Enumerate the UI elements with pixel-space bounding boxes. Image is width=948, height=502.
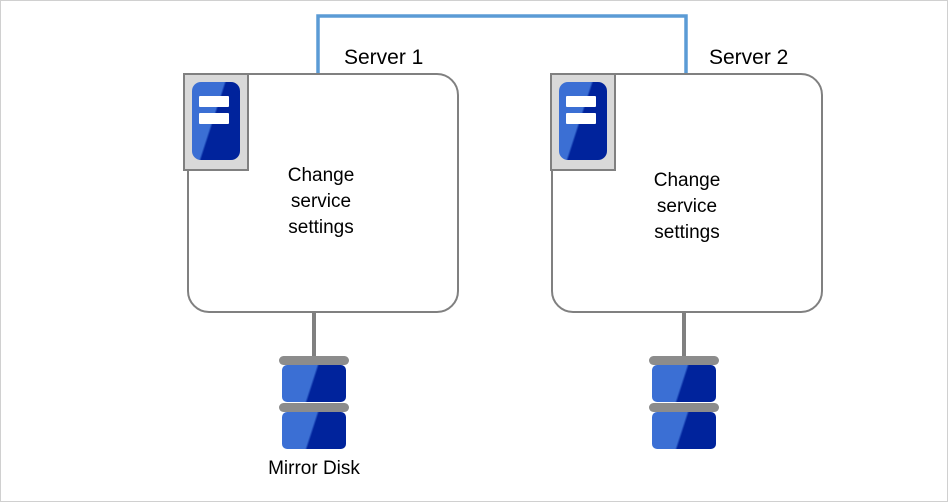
body-line: service [290,191,352,212]
disk-platter [282,365,346,402]
body-line: Change [653,170,721,191]
disk-platter [282,412,346,449]
body-line: settings [288,217,354,238]
server-icon [550,73,616,171]
body-line: Change [287,165,355,186]
disk-bar [279,403,349,412]
server-1-disk-connector [312,313,316,359]
mirror-disk-1[interactable] [279,356,349,454]
server-icon-bar [198,96,229,107]
server-icon [183,73,249,171]
server-icon-bar [565,96,596,107]
server-icon-badge [192,82,240,160]
disk-bar [279,356,349,365]
server-1-body-text: Change service settings [259,163,383,241]
body-line: settings [654,222,720,243]
server-2-label: Server 2 [709,46,789,69]
server-2-disk-connector [682,313,686,359]
body-line: service [656,196,718,217]
server-icon-bar [565,113,596,125]
server-2-body-text: Change service settings [625,168,749,246]
mirror-disk-1-label: Mirror Disk [268,458,360,479]
mirror-disk-2[interactable] [649,356,719,454]
disk-bar [649,403,719,412]
server-icon-bar [198,113,229,125]
disk-bar [649,356,719,365]
server-1-label: Server 1 [344,46,424,69]
server-icon-badge [559,82,607,160]
disk-platter [652,365,716,402]
disk-platter [652,412,716,449]
